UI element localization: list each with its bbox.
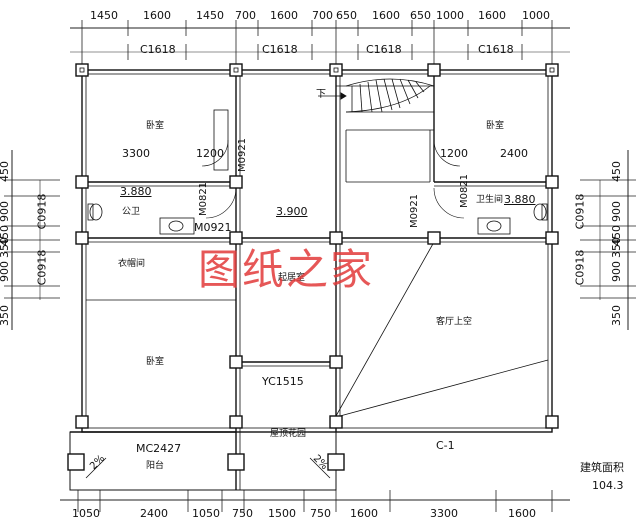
- dim-top-3: 1450: [196, 9, 224, 22]
- window-label: MC2427: [136, 442, 182, 455]
- window-label: C-1: [436, 439, 455, 452]
- dim-right-5: 900: [610, 261, 623, 282]
- dim-top-12: 1000: [522, 9, 550, 22]
- inner-dim: 1200: [196, 147, 224, 160]
- room-label-roof-garden: 屋顶花园: [270, 429, 307, 439]
- door-label: M0821: [459, 173, 471, 209]
- room-label-bathroom: 卫生间: [476, 195, 504, 205]
- dim-bottom-2: 2400: [140, 507, 168, 520]
- window-label-vertical: C0918: [35, 193, 49, 230]
- inner-dim: 3300: [122, 147, 150, 160]
- area-title: 建筑面积: [580, 461, 624, 474]
- dim-top-7: 650: [336, 9, 357, 22]
- window-label-vertical: C0918: [573, 193, 587, 230]
- watermark: 图纸之家: [198, 245, 375, 294]
- door-label: M0921: [409, 193, 421, 229]
- room-label-bedroom: 卧室: [146, 121, 165, 131]
- dim-bottom-1: 1050: [72, 507, 100, 520]
- window-label-vertical: C0918: [573, 249, 587, 286]
- room-label-cloakroom: 衣帽间: [118, 259, 146, 269]
- dim-left-1: 450: [0, 161, 11, 182]
- room-label-public-toilet: 公卫: [122, 207, 141, 217]
- window-label: C1618: [140, 43, 176, 56]
- dim-top-6: 700: [312, 9, 333, 22]
- elevation-mark: 3.880: [504, 193, 536, 206]
- elevation-mark: 3.880: [120, 185, 152, 198]
- door-label: M0821: [198, 181, 210, 217]
- dim-top-1: 1450: [90, 9, 118, 22]
- dim-left-5: 900: [0, 261, 11, 282]
- dim-top-2: 1600: [143, 9, 171, 22]
- inner-dim: 2400: [500, 147, 528, 160]
- dim-bottom-8: 3300: [430, 507, 458, 520]
- room-label-bedroom: 卧室: [146, 357, 165, 367]
- dim-top-10: 1000: [436, 9, 464, 22]
- dim-right-1: 450: [610, 161, 623, 182]
- dim-bottom-7: 1600: [350, 507, 378, 520]
- room-label-bedroom: 卧室: [486, 121, 505, 131]
- dim-top-8: 1600: [372, 9, 400, 22]
- window-label: C1618: [262, 43, 298, 56]
- dim-bottom-9: 1600: [508, 507, 536, 520]
- window-label-vertical: C0918: [35, 249, 49, 286]
- dim-top-4: 700: [235, 9, 256, 22]
- window-label: YC1515: [262, 375, 304, 388]
- elevation-mark: 3.900: [276, 205, 308, 218]
- room-label-living: 起居室: [278, 273, 306, 283]
- dim-bottom-6: 750: [310, 507, 331, 520]
- inner-dim: 1200: [440, 147, 468, 160]
- dim-left-2: 900: [0, 201, 11, 222]
- dim-bottom-5: 1500: [268, 507, 296, 520]
- dim-bottom-4: 750: [232, 507, 253, 520]
- room-label-balcony: 阳台: [146, 461, 165, 471]
- window-label: C1618: [478, 43, 514, 56]
- window-label: C1618: [366, 43, 402, 56]
- dim-top-9: 650: [410, 9, 431, 22]
- dim-left-6: 350: [0, 305, 11, 326]
- area-value: 104.3: [592, 479, 624, 492]
- stair-down-label: 下: [316, 89, 326, 100]
- dim-right-6: 350: [610, 305, 623, 326]
- dim-top-11: 1600: [478, 9, 506, 22]
- dim-right-2: 900: [610, 201, 623, 222]
- door-label: M0921: [194, 221, 232, 234]
- door-label: M0921: [237, 137, 249, 173]
- dim-bottom-3: 1050: [192, 507, 220, 520]
- dim-left-4: 350: [0, 237, 11, 258]
- room-label-void: 客厅上空: [436, 317, 473, 327]
- dim-top-5: 1600: [270, 9, 298, 22]
- dim-right-4: 350: [610, 237, 623, 258]
